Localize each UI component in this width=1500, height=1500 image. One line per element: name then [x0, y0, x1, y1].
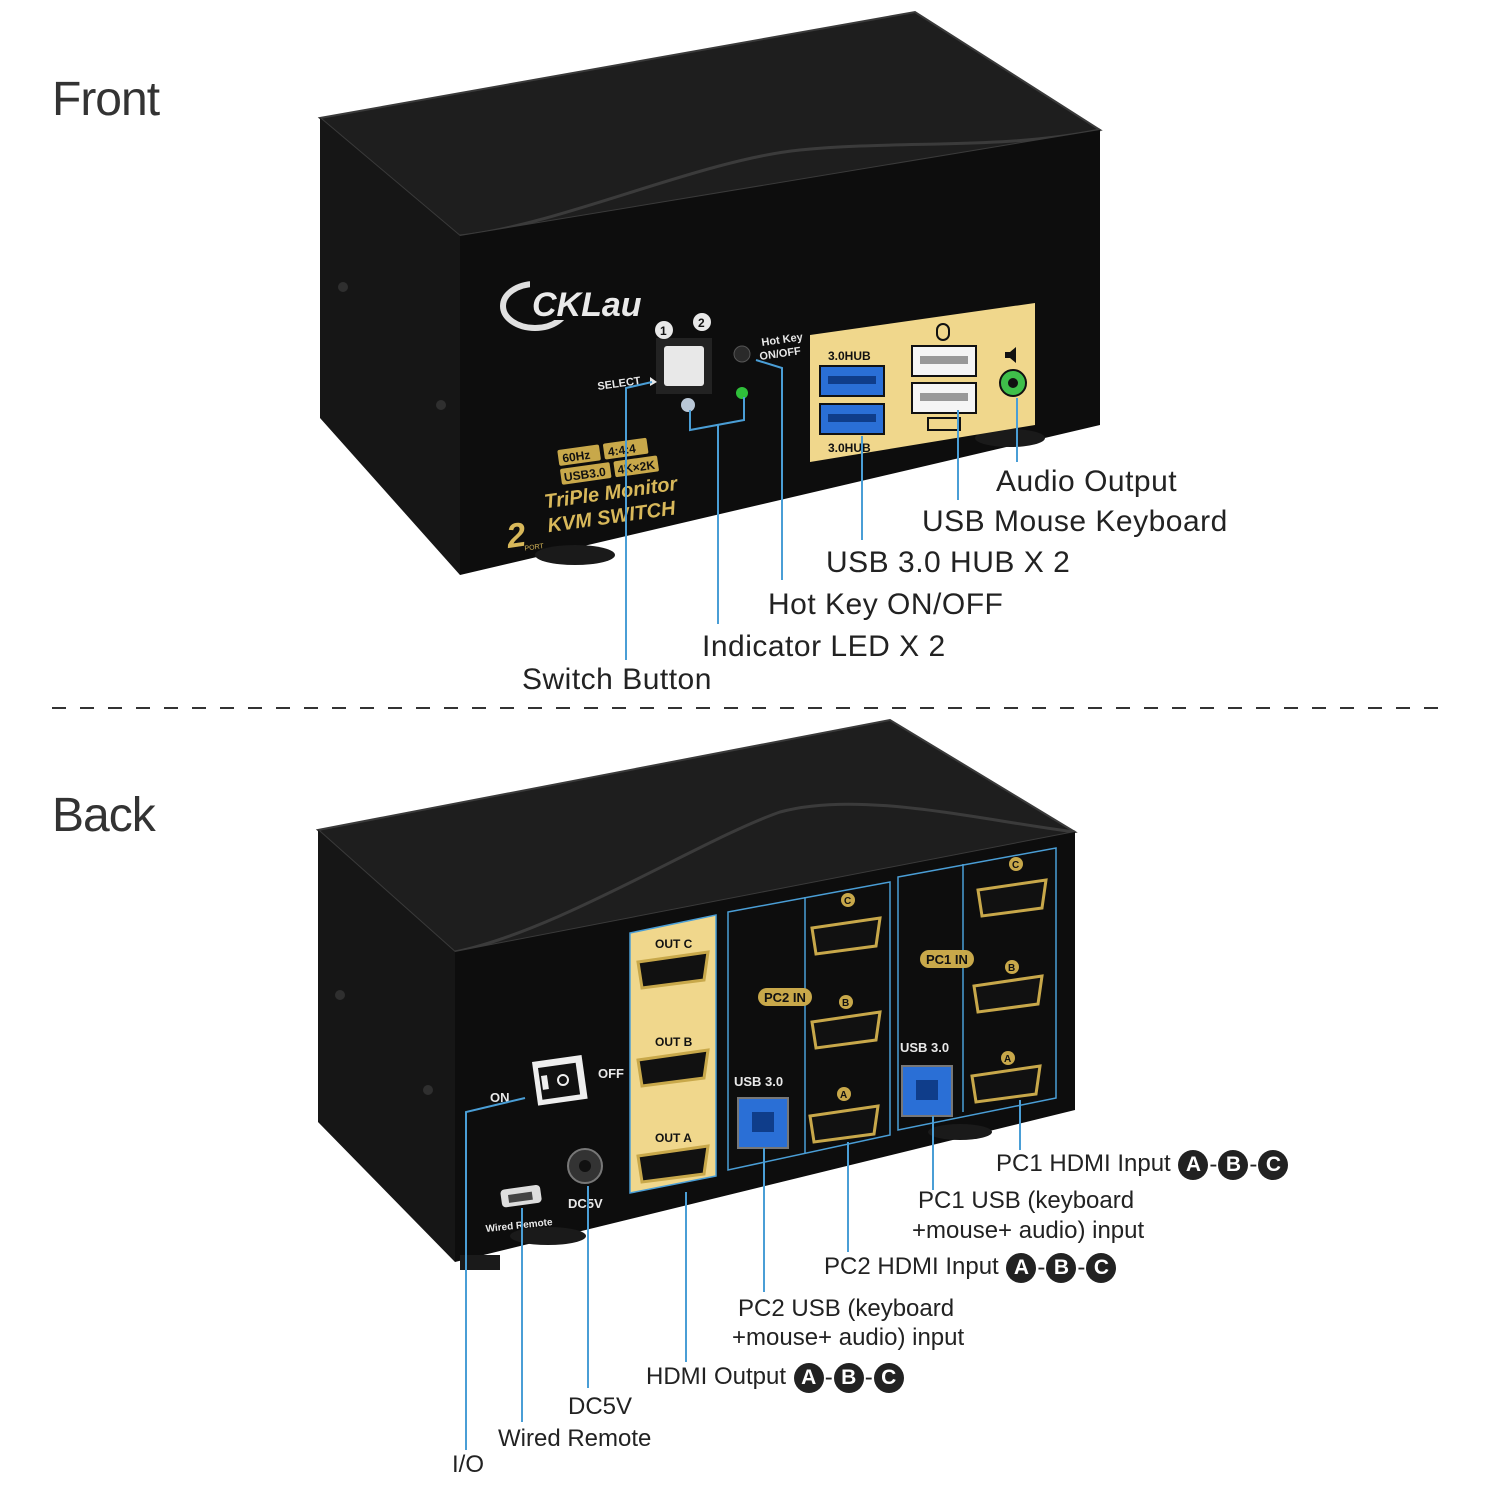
callout-pc1-hdmi-input: PC1 HDMI Input A-B-C	[996, 1149, 1289, 1180]
svg-text:OUT C: OUT C	[655, 937, 693, 951]
svg-text:A: A	[1004, 1054, 1011, 1065]
speaker-icon	[1005, 347, 1016, 363]
callout-wired-remote: Wired Remote	[498, 1425, 652, 1452]
svg-text:3.0HUB: 3.0HUB	[828, 441, 871, 455]
svg-text:OUT A: OUT A	[655, 1131, 692, 1145]
svg-text:A: A	[840, 1090, 847, 1101]
pc1-hdmi-b[interactable]	[972, 974, 1044, 1014]
svg-text:ON: ON	[490, 1090, 510, 1105]
front-section-title: Front	[52, 73, 160, 126]
svg-text:USB3.0: USB3.0	[563, 465, 607, 485]
svg-text:60Hz: 60Hz	[561, 448, 591, 466]
led-1	[681, 398, 695, 412]
pc2-hdmi-c[interactable]	[810, 916, 882, 956]
svg-text:PC1 IN: PC1 IN	[926, 952, 968, 967]
svg-text:DC5V: DC5V	[568, 1196, 603, 1211]
pc1-hdmi-a[interactable]	[970, 1064, 1042, 1104]
callout-pc1-usb-line2: +mouse+ audio) input	[912, 1217, 1145, 1244]
hdmi-out-c[interactable]	[636, 950, 710, 990]
pc1-hdmi-c[interactable]	[976, 878, 1048, 918]
front-device-side	[320, 118, 460, 575]
callout-pc1-usb-line1: PC1 USB (keyboard	[918, 1187, 1135, 1214]
svg-text:4:4:4: 4:4:4	[607, 441, 637, 459]
front-callout-lines	[625, 359, 1018, 660]
back-section-title: Back	[52, 789, 156, 842]
svg-text:C: C	[844, 896, 851, 907]
callout-audio-output: Audio Output	[996, 465, 1178, 498]
callout-switch-button: Switch Button	[522, 663, 712, 696]
brand-logo-text: CKLau	[532, 286, 642, 324]
svg-text:PC2 IN: PC2 IN	[764, 990, 806, 1005]
svg-text:2: 2	[698, 316, 705, 330]
callout-io: I/O	[452, 1451, 485, 1478]
back-device-side	[318, 830, 455, 1262]
pc2-panel	[727, 881, 891, 1171]
svg-text:USB 3.0: USB 3.0	[900, 1040, 949, 1055]
pc1-panel	[897, 847, 1057, 1131]
hdmi-out-b[interactable]	[636, 1048, 710, 1088]
svg-text:C: C	[1012, 860, 1019, 871]
mouse-icon	[936, 323, 950, 341]
back-callout-lines	[465, 1097, 1021, 1450]
svg-text:Hot Key: Hot Key	[761, 331, 805, 349]
callout-pc2-usb-line2: +mouse+ audio) input	[732, 1324, 965, 1351]
callout-dc5v: DC5V	[568, 1393, 633, 1420]
callout-hdmi-output: HDMI Output A-B-C	[646, 1362, 905, 1393]
svg-text:OUT B: OUT B	[655, 1035, 693, 1049]
keyboard-icon	[927, 417, 961, 431]
pc2-hdmi-b[interactable]	[810, 1010, 882, 1050]
svg-text:B: B	[1008, 963, 1015, 974]
svg-text:USB 3.0: USB 3.0	[734, 1074, 783, 1089]
front-device-illustration: CKLau 1 2 SELECT Hot Key ON/OFF 60Hz 4:4…	[317, 10, 1103, 660]
svg-text:PORT: PORT	[524, 543, 545, 553]
callout-indicator-led: Indicator LED X 2	[702, 630, 946, 663]
svg-text:3.0HUB: 3.0HUB	[828, 349, 871, 363]
hotkey-button[interactable]	[733, 345, 751, 363]
callout-usb-hub: USB 3.0 HUB X 2	[826, 546, 1071, 579]
select-button[interactable]	[664, 346, 704, 386]
svg-text:OFF: OFF	[598, 1066, 624, 1081]
pc2-hdmi-a[interactable]	[808, 1104, 880, 1144]
svg-text:B: B	[842, 998, 849, 1009]
back-device-top	[318, 720, 1075, 952]
callout-usb-mouse-keyboard: USB Mouse Keyboard	[922, 505, 1228, 538]
front-device-top	[320, 12, 1100, 236]
callout-pc2-hdmi-input: PC2 HDMI Input A-B-C	[824, 1252, 1117, 1283]
svg-text:ON/OFF: ON/OFF	[759, 345, 802, 363]
hdmi-out-a[interactable]	[636, 1144, 710, 1184]
led-2	[736, 387, 748, 399]
back-device-face	[455, 832, 1075, 1262]
callout-hot-key: Hot Key ON/OFF	[768, 588, 1004, 621]
svg-text:1: 1	[660, 324, 667, 338]
brand-logo: CKLau	[500, 280, 642, 331]
callout-pc2-usb-line1: PC2 USB (keyboard	[738, 1295, 955, 1322]
